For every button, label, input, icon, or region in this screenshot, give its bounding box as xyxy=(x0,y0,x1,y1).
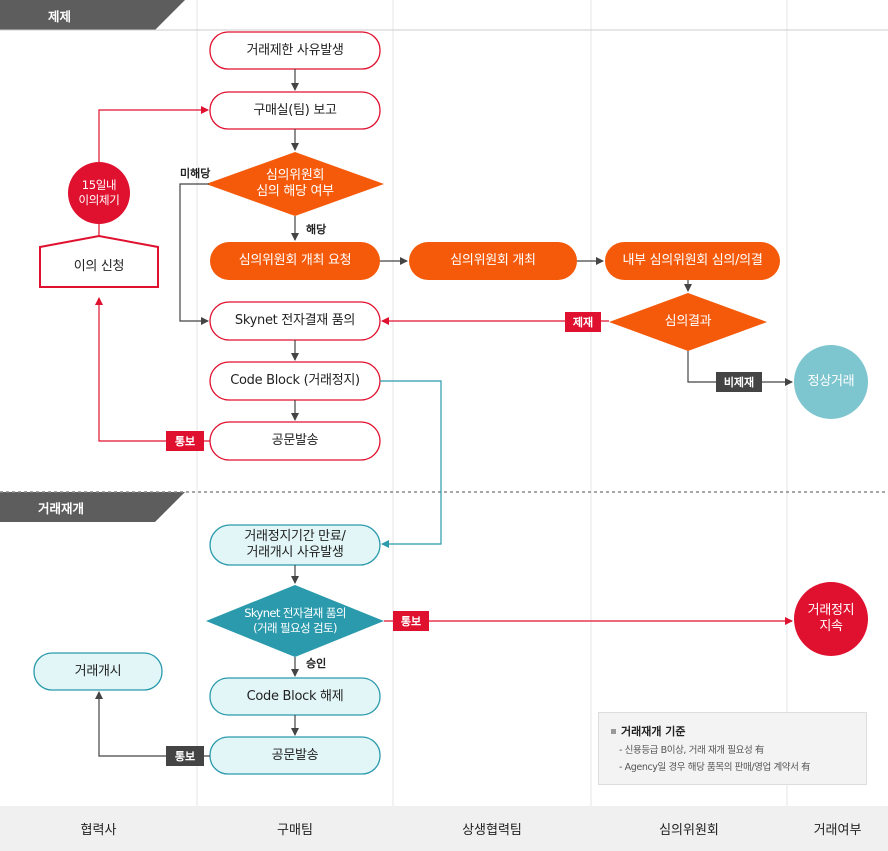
lane-dividers xyxy=(196,0,788,806)
node-code-unblock: Code Block 해제 xyxy=(246,688,344,704)
node-objection-request: 이의 신청 xyxy=(73,259,125,274)
lane-trade-status: 거래여부 xyxy=(787,806,888,851)
section-title-resume: 거래재개 xyxy=(38,500,85,516)
label-approve: 승인 xyxy=(306,657,327,670)
node-objection-badge-line2: 이의제기 xyxy=(78,193,120,207)
node-resume-line2: 거래개시 사유발생 xyxy=(246,545,344,560)
node-internal-review-shape xyxy=(605,242,780,280)
node-committee-request: 심의위원회 개최 요청 xyxy=(238,253,352,268)
node-trade-limit: 거래제한 사유발생 xyxy=(246,42,344,58)
note-title: 거래재개 기준 xyxy=(621,725,686,738)
tag-no-sanction: 비제재 xyxy=(716,372,762,392)
node-resume-line1: 거래정지기간 만료/ xyxy=(244,529,346,544)
node-objection-badge: 15일내 이의제기 xyxy=(68,178,130,208)
node-trade-stop: 거래정지 지속 xyxy=(794,602,868,636)
tag-notify-resume: 통보 xyxy=(166,746,204,766)
node-applicable-shape xyxy=(206,152,384,216)
node-skynet-resume-line2: (거래 필요성 검토) xyxy=(253,621,337,635)
node-code-block: Code Block (거래정지) xyxy=(230,373,360,388)
resume-criteria-note: 거래재개 기준 - 신용등급 B이상, 거래 재개 필요성 有 - Agency… xyxy=(598,712,867,785)
node-skynet-resume-shape xyxy=(206,585,384,657)
node-report: 구매실(팀) 보고 xyxy=(253,102,337,118)
tag-notify-stop: 통보 xyxy=(393,611,429,631)
node-skynet-resume-line1: Skynet 전자결재 품의 xyxy=(244,606,346,620)
section-bars xyxy=(0,0,888,522)
note-line-2: - Agency일 경우 해당 품목의 판매/영업 계약서 有 xyxy=(619,762,811,773)
node-trade-stop-line1: 거래정지 xyxy=(807,603,855,618)
node-official-letter: 공문발송 xyxy=(271,433,319,448)
tag-sanction: 제재 xyxy=(565,312,601,332)
section-title-sanction: 제제 xyxy=(48,8,72,24)
node-applicable-line1: 심의위원회 xyxy=(265,168,325,183)
node-internal-review: 내부 심의위원회 심의/의결 xyxy=(622,253,763,268)
lane-purchasing: 구매팀 xyxy=(197,806,393,851)
node-committee-open: 심의위원회 개최 xyxy=(450,253,536,268)
node-objection-badge-line1: 15일내 xyxy=(81,178,117,192)
node-skynet-resume: Skynet 전자결재 품의 (거래 필요성 검토) xyxy=(222,605,368,637)
note-bullet-icon xyxy=(611,728,616,734)
lane-cooperation: 상생협력팀 xyxy=(393,806,591,851)
lane-committee: 심의위원회 xyxy=(591,806,787,851)
node-applicable: 심의위원회 심의 해당 여부 xyxy=(226,166,364,202)
node-committee-request-shape xyxy=(210,242,380,280)
label-not-applicable: 미해당 xyxy=(180,167,211,180)
note-title-row: 거래재개 기준 xyxy=(611,723,856,739)
note-line-1: - 신용등급 B이상, 거래 재개 필요성 有 xyxy=(619,745,765,756)
tag-notify: 통보 xyxy=(166,431,204,451)
node-objection-request-shape xyxy=(39,234,159,288)
node-normal-trade-shape xyxy=(794,345,868,419)
node-normal-trade: 정상거래 xyxy=(807,374,855,389)
node-skynet: Skynet 전자결재 품의 xyxy=(234,313,356,328)
node-result: 심의결과 xyxy=(664,314,712,329)
node-result-shape xyxy=(609,293,767,351)
node-trade-stop-line2: 지속 xyxy=(819,619,843,634)
node-official-letter2: 공문발송 xyxy=(271,747,319,763)
label-applicable: 해당 xyxy=(306,223,327,236)
node-committee-open-shape xyxy=(409,242,577,280)
node-resume: 거래정지기간 만료/ 거래개시 사유발생 xyxy=(210,528,380,562)
node-trade-stop-shape xyxy=(794,582,868,656)
node-trade-start-shape xyxy=(33,652,163,691)
lane-partner: 협력사 xyxy=(0,806,197,851)
node-trade-start: 거래개시 xyxy=(74,663,122,679)
node-objection-badge-shape xyxy=(68,162,130,224)
node-applicable-line2: 심의 해당 여부 xyxy=(256,184,334,199)
